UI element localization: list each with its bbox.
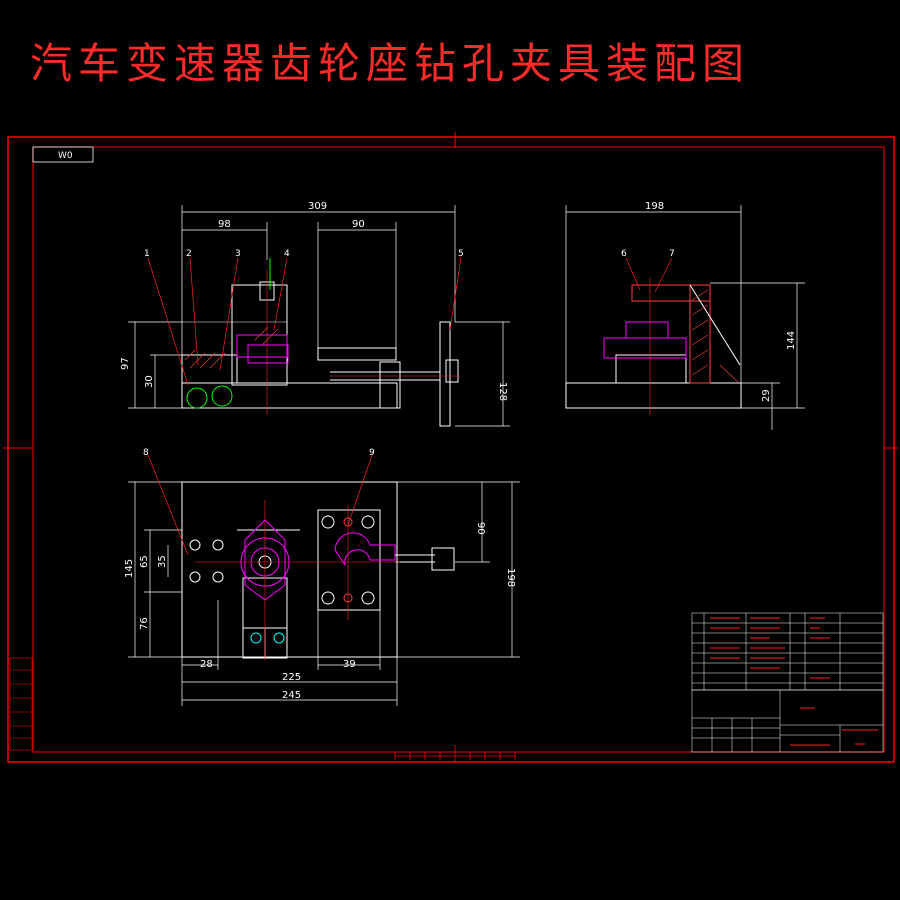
parts-list-table [691, 612, 884, 691]
front-handle [439, 321, 451, 427]
left-revision-strip [9, 657, 33, 751]
dim-76: 76 [139, 617, 150, 630]
callout-leaders [147, 257, 673, 556]
inner-frame [32, 146, 885, 753]
dim-198-top: 198 [505, 568, 516, 587]
parts-list-red-cells [710, 617, 830, 679]
side-view [565, 284, 742, 409]
front-base-plate [181, 382, 398, 409]
dim-225: 225 [282, 672, 301, 683]
title-block-marks [790, 707, 878, 746]
top-base-plate [181, 481, 398, 658]
top-view-cyan-screws [250, 632, 285, 644]
callout-8: 8 [143, 448, 149, 458]
outer-frame [7, 136, 895, 763]
center-mark-ruler [394, 745, 516, 762]
callout-6: 6 [621, 249, 627, 259]
top-dimensions [128, 481, 520, 706]
front-view-parts [236, 334, 289, 364]
corner-tag-text: W0 [58, 151, 73, 161]
title-block [691, 689, 884, 753]
dim-90-top: 90 [475, 522, 486, 535]
callout-2: 2 [186, 249, 192, 259]
callout-5: 5 [458, 249, 464, 259]
callout-4: 4 [284, 249, 290, 259]
front-view [181, 281, 459, 427]
callout-9: 9 [369, 448, 375, 458]
dim-29: 29 [761, 389, 772, 402]
drawing-title: 汽车变速器齿轮座钻孔夹具装配图 [30, 39, 751, 88]
dim-245: 245 [282, 690, 301, 701]
callout-1: 1 [144, 249, 150, 259]
dim-28: 28 [200, 659, 213, 670]
dim-309: 309 [308, 201, 327, 212]
side-view-hatch [691, 289, 739, 383]
front-dimensions [128, 205, 510, 427]
dim-144: 144 [786, 331, 797, 350]
dim-30: 30 [144, 375, 155, 388]
dim-98: 98 [218, 219, 231, 230]
side-dimensions [565, 205, 805, 430]
side-view-parts [603, 321, 687, 359]
dim-39: 39 [343, 659, 356, 670]
dim-90-front: 90 [352, 219, 365, 230]
dim-35: 35 [157, 555, 168, 568]
dim-97: 97 [120, 357, 131, 370]
dim-145: 145 [124, 559, 135, 578]
dim-198-side: 198 [645, 201, 664, 212]
top-view-holes [189, 515, 375, 605]
front-view-hooks [186, 258, 271, 409]
front-view-centerlines [266, 270, 460, 415]
frame-center-marks [3, 132, 898, 449]
side-base-plate [565, 382, 742, 409]
top-view [181, 481, 398, 659]
dim-128: 128 [497, 382, 508, 401]
callout-3: 3 [235, 249, 241, 259]
corner-tag-box [32, 146, 94, 163]
callout-7: 7 [669, 249, 675, 259]
top-view-centerlines [195, 500, 400, 660]
dim-65: 65 [139, 555, 150, 568]
